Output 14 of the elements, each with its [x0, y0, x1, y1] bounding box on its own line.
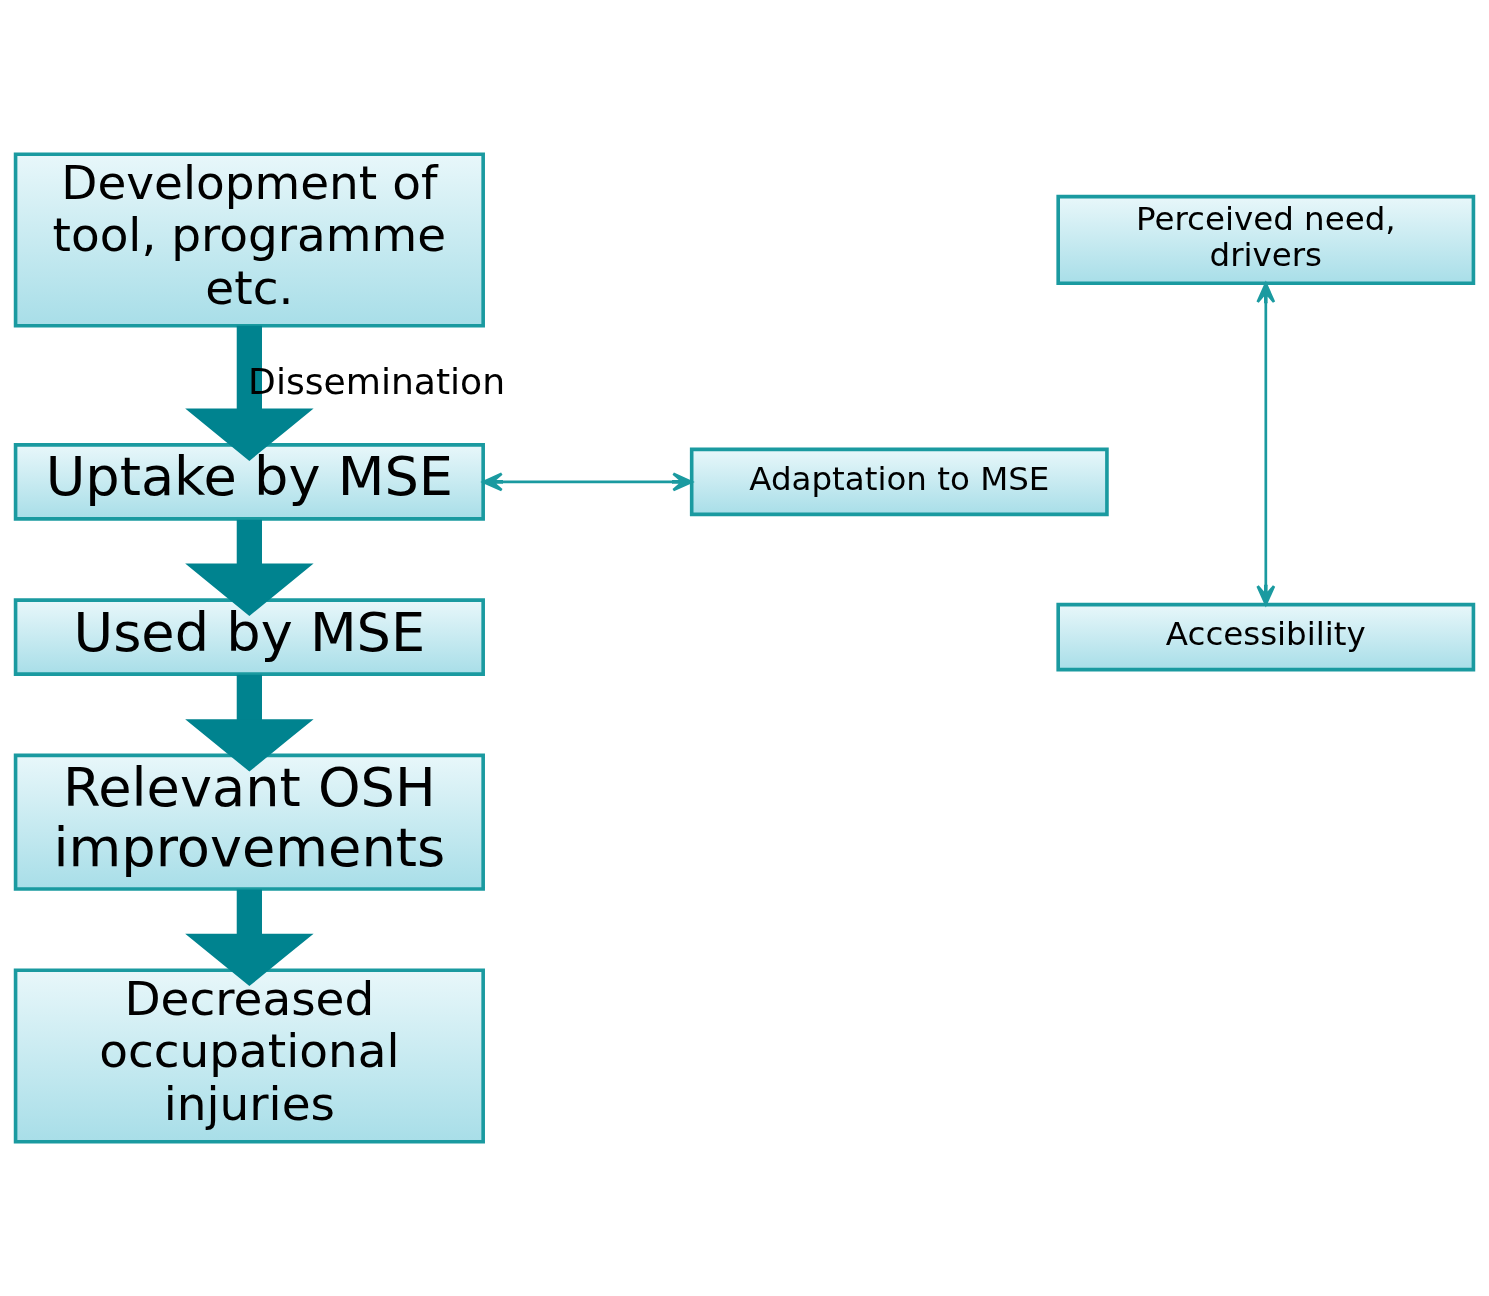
arrow — [482, 472, 693, 492]
node-box: Development of tool, programme etc. — [13, 152, 485, 328]
arrow — [185, 519, 314, 616]
node-box: Relevant OSH improvements — [13, 753, 485, 891]
arrow — [185, 674, 314, 772]
arrow — [1256, 282, 1276, 606]
node-box: Used by MSE — [13, 598, 485, 676]
node-box: Decreased occupational injuries — [13, 968, 485, 1144]
node-box: Uptake by MSE — [13, 443, 485, 521]
node-box: Perceived need, drivers — [1056, 194, 1476, 286]
arrow — [185, 889, 314, 987]
arrow — [185, 325, 314, 461]
node-box: Adaptation to MSE — [689, 447, 1109, 517]
node-box: Accessibility — [1056, 602, 1476, 672]
